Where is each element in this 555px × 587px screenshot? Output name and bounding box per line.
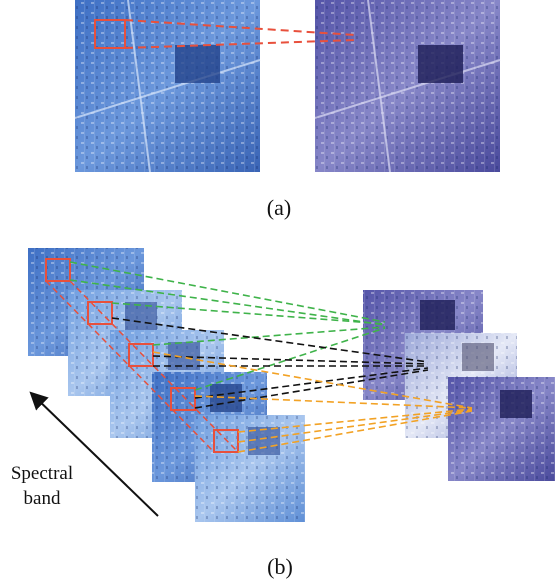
spectral-band-arrow [29,391,159,517]
panel-a-target-image [314,0,501,173]
black-link-line [194,367,429,399]
green-link-line [152,326,386,346]
panel-b-highlight-box [170,387,196,411]
panel-b: Spectral band (b) [11,248,555,579]
panel-b-target-image-3 [448,377,555,481]
panel-b-orange-lines [152,351,473,453]
panel-b-highlight-box [87,301,113,325]
green-link-line [69,279,386,326]
panel-b-highlight-boxes [45,258,239,453]
orange-link-line [237,408,473,433]
panel-b-black-lines [111,317,429,409]
panel-a-highlight-box [94,19,126,49]
panel-b-band-image-5 [195,415,305,522]
panel-b-label: (b) [267,554,293,579]
spectral-band-label-line1: Spectral [11,463,73,484]
orange-link-line [152,351,473,409]
orange-link-line [237,410,473,453]
orange-link-line [194,395,473,409]
green-link-line [69,261,386,323]
black-link-line [111,317,429,363]
orange-link-line [237,409,473,443]
panel-a-source-image [74,0,261,173]
panel-b-highlight-box [45,258,71,282]
black-link-line [152,355,429,365]
panel-b-highlight-box [128,343,154,367]
spectral-band-label-line2: band [24,488,61,509]
panel-a-label: (a) [267,195,291,220]
panel-b-green-lines [69,261,386,391]
green-link-line [111,302,386,325]
green-link-line [194,327,386,391]
panel-a: (a) [74,0,501,220]
panel-b-highlight-box [213,429,239,453]
black-link-line [194,369,429,409]
